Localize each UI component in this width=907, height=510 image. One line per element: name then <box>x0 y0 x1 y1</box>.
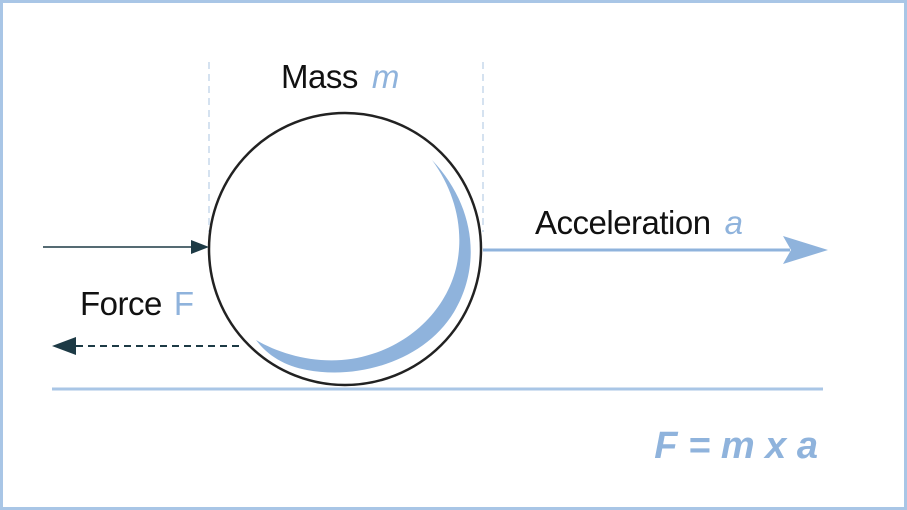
acceleration-label-text: Acceleration <box>535 204 711 241</box>
mass-symbol: m <box>372 58 400 95</box>
mass-label: Mass m <box>281 58 399 95</box>
force-symbol: F <box>174 285 194 322</box>
acceleration-arrowhead <box>783 236 828 264</box>
force-label-text: Force <box>80 285 162 322</box>
mass-ball <box>207 111 483 387</box>
force-label: Force F <box>80 285 194 322</box>
reaction-arrowhead <box>52 337 76 355</box>
acceleration-symbol: a <box>725 204 743 241</box>
mass-label-text: Mass <box>281 58 358 95</box>
acceleration-label: Acceleration a <box>535 204 743 241</box>
ball-shading <box>256 160 471 373</box>
formula: F = m x a <box>654 425 818 467</box>
applied-force-arrowhead <box>191 240 209 254</box>
